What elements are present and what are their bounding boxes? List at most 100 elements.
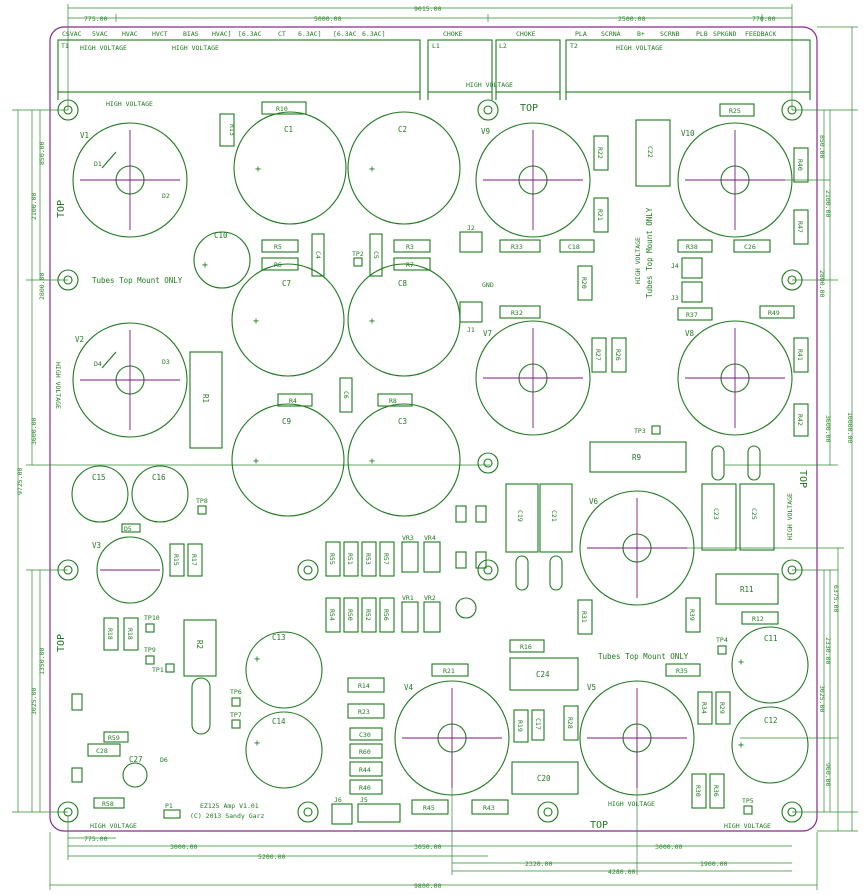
svg-text:TP1: TP1 bbox=[152, 666, 164, 674]
svg-text:C12: C12 bbox=[764, 716, 778, 725]
cap-c25: C25 bbox=[739, 483, 775, 551]
svg-text:R52: R52 bbox=[364, 609, 372, 621]
dim-left-4: 9725.00 bbox=[16, 468, 24, 495]
svg-text:C26: C26 bbox=[744, 243, 756, 251]
dim-top-0: 775.00 bbox=[84, 15, 108, 23]
t2-pin-2: B+ bbox=[637, 30, 645, 38]
svg-text:C5: C5 bbox=[372, 251, 380, 259]
mount-hole bbox=[781, 801, 803, 823]
svg-text:R60: R60 bbox=[359, 748, 371, 756]
svg-text:+: + bbox=[202, 260, 208, 271]
cap-c26: C26 bbox=[733, 239, 771, 253]
svg-text:TP2: TP2 bbox=[352, 250, 364, 258]
dim-bottom-0: 775.00 bbox=[84, 835, 108, 843]
cap-c19: C19 bbox=[505, 483, 539, 553]
svg-text:V8: V8 bbox=[685, 329, 695, 338]
top-label-left-2: TOP bbox=[56, 634, 67, 652]
mount-hole bbox=[57, 99, 79, 121]
res-r7: R7 bbox=[393, 257, 431, 271]
svg-text:J5: J5 bbox=[360, 796, 368, 804]
svg-text:C4: C4 bbox=[314, 251, 322, 259]
svg-text:TP4: TP4 bbox=[716, 636, 728, 644]
svg-text:R10: R10 bbox=[276, 105, 288, 113]
svg-text:C13: C13 bbox=[272, 633, 286, 642]
res-r15: R15 bbox=[169, 543, 185, 577]
svg-text:R6: R6 bbox=[274, 261, 282, 269]
res-r50: R50 bbox=[343, 597, 359, 633]
t1-hv-2: HIGH VOLTAGE bbox=[172, 44, 219, 52]
res-r12: R12 bbox=[741, 611, 779, 625]
tp2: TP2 bbox=[352, 250, 364, 267]
hv-label-right: HIGH VOLTAGE bbox=[786, 493, 794, 540]
svg-text:J4: J4 bbox=[671, 262, 679, 270]
top-label-bottom: TOP bbox=[590, 820, 608, 831]
res-r33: R33 bbox=[499, 239, 541, 253]
res-r38: R38 bbox=[677, 239, 713, 253]
cap-c9: C9+ bbox=[231, 403, 345, 517]
gnd-label: GND bbox=[482, 281, 494, 289]
res-r37: R37 bbox=[677, 307, 713, 321]
res-r53: R53 bbox=[361, 541, 377, 577]
svg-text:D5: D5 bbox=[124, 525, 132, 533]
svg-text:R3: R3 bbox=[406, 243, 414, 251]
t2-hv: HIGH VOLTAGE bbox=[616, 44, 663, 52]
svg-text:R29: R29 bbox=[718, 702, 726, 714]
top-label-left-1: TOP bbox=[56, 200, 67, 218]
choke-hv: HIGH VOLTAGE bbox=[466, 81, 513, 89]
oval-pad bbox=[191, 677, 211, 735]
svg-text:P1: P1 bbox=[165, 802, 173, 810]
hv-label-bottom-right: HIGH VOLTAGE bbox=[724, 822, 771, 830]
svg-text:VR4: VR4 bbox=[424, 534, 436, 542]
svg-text:C3: C3 bbox=[398, 417, 407, 426]
res-r27: R27 bbox=[591, 337, 607, 373]
svg-text:R41: R41 bbox=[796, 349, 804, 361]
dim-right-8: 960.00 bbox=[824, 763, 832, 787]
svg-text:R8: R8 bbox=[389, 397, 397, 405]
top-label-v9: TOP bbox=[520, 103, 538, 114]
svg-text:+: + bbox=[738, 740, 744, 751]
svg-text:R19: R19 bbox=[516, 720, 524, 732]
cap-c20: C20 bbox=[511, 761, 579, 795]
tube-v8: V8 bbox=[677, 320, 793, 436]
res-r21: R21 bbox=[431, 663, 469, 677]
cap-c28: C28 bbox=[87, 743, 121, 757]
svg-text:+: + bbox=[369, 164, 375, 175]
mount-hole bbox=[57, 559, 79, 581]
svg-text:C21: C21 bbox=[550, 510, 558, 522]
svg-text:C28: C28 bbox=[96, 747, 108, 755]
svg-text:R58: R58 bbox=[102, 800, 114, 808]
diode-d3: D3 bbox=[162, 358, 170, 366]
svg-text:C2: C2 bbox=[398, 125, 407, 134]
res-r31: R31 bbox=[577, 599, 593, 635]
t1-pin-7: CT bbox=[278, 30, 286, 38]
cap-c15: C15 bbox=[71, 465, 129, 523]
res-r34: R34 bbox=[697, 691, 713, 725]
cap-c10: C10+ bbox=[193, 231, 251, 289]
res-r10: R10 bbox=[261, 101, 307, 115]
tube-v4: V4 bbox=[394, 680, 510, 796]
svg-text:J1: J1 bbox=[467, 326, 475, 334]
connector-j6: J6 bbox=[331, 796, 353, 825]
svg-text:C16: C16 bbox=[152, 473, 166, 482]
svg-text:R4: R4 bbox=[289, 397, 297, 405]
svg-text:C1: C1 bbox=[284, 125, 293, 134]
dim-bottom-8: 9800.00 bbox=[414, 882, 441, 890]
board-text: HIGH VOLTAGE Tubes Top Mount ONLY TOP TO… bbox=[54, 100, 808, 831]
res-r20: R20 bbox=[577, 265, 593, 301]
res-r55: R55 bbox=[325, 541, 341, 577]
cap-c18: C18 bbox=[559, 239, 595, 253]
cap-c1: C1+ bbox=[233, 111, 347, 225]
small-device-q bbox=[455, 597, 477, 619]
oval-pad bbox=[747, 445, 761, 481]
svg-text:C14: C14 bbox=[272, 717, 286, 726]
res-r60: R60 bbox=[349, 743, 383, 759]
svg-text:+: + bbox=[253, 456, 259, 467]
diode-d1: D1 bbox=[94, 160, 102, 168]
mount-hole bbox=[477, 452, 499, 474]
res-r2: R2 bbox=[183, 619, 217, 677]
tp8: TP8 bbox=[196, 497, 208, 515]
dim-top-4: 770.00 bbox=[752, 15, 776, 23]
svg-text:R43: R43 bbox=[483, 804, 495, 812]
res-r1: R1 bbox=[189, 351, 223, 449]
diode-d2: D2 bbox=[162, 192, 170, 200]
